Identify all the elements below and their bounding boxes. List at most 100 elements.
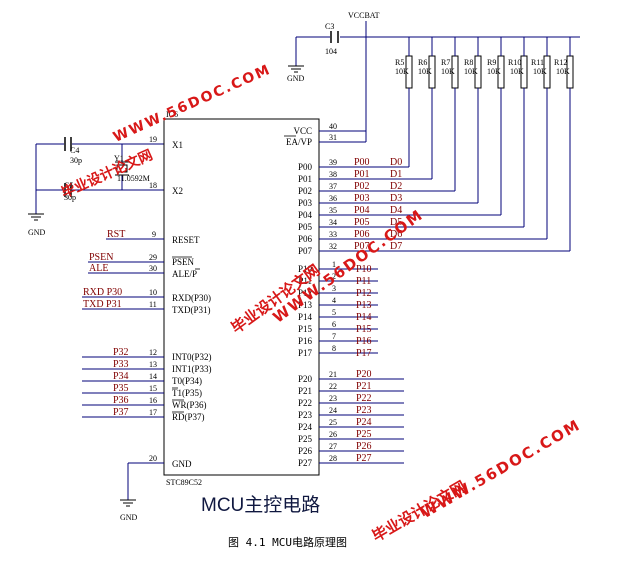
pin-name: P17 <box>298 348 313 358</box>
p0-net-labels: P00 P01 P02 P03 P04 P05 P06 P07 <box>354 157 370 252</box>
net-label: P23 <box>356 405 372 416</box>
figure-caption: 图 4.1 MCU电路原理图 <box>228 536 347 549</box>
net-label: P13 <box>356 300 372 311</box>
r11-value: 10K <box>533 67 547 76</box>
net-label: D3 <box>390 193 402 204</box>
pin-name: P16 <box>298 336 313 346</box>
r6-ref: R6 <box>418 58 427 67</box>
pin-name: P22 <box>298 398 312 408</box>
pin-name: P26 <box>298 446 313 456</box>
pin-number: 40 <box>329 122 337 131</box>
capacitor-c5 <box>64 183 72 197</box>
ground-symbol-left <box>28 213 44 221</box>
pin-number: 27 <box>329 442 337 451</box>
r5-ref: R5 <box>395 58 404 67</box>
watermark-3: 毕业设计论文网 WWW.56DOC.COM <box>369 416 584 546</box>
pin-name: P25 <box>298 434 313 444</box>
pin-name: P14 <box>298 312 313 322</box>
pin-number: 35 <box>329 206 337 215</box>
vcc-label: VCCBAT <box>348 11 380 20</box>
pin-name: P05 <box>298 222 313 232</box>
pin-number: 5 <box>332 308 336 317</box>
net-label: P10 <box>356 264 372 275</box>
pin-name: P27 <box>298 458 313 468</box>
r9-ref: R9 <box>487 58 496 67</box>
r10-ref: R10 <box>508 58 521 67</box>
pin-name: P24 <box>298 422 313 432</box>
pin-name: INT1(P33) <box>172 364 212 374</box>
pin-name: P21 <box>298 386 312 396</box>
net-label: P14 <box>356 312 372 323</box>
r9-value: 10K <box>487 67 501 76</box>
pin-number: 32 <box>329 242 337 251</box>
pin-number: 29 <box>149 253 157 262</box>
pin-name: P00 <box>298 162 313 172</box>
r8-ref: R8 <box>464 58 473 67</box>
pin-name: P07 <box>298 246 313 256</box>
net-label: RXD P30 <box>83 287 122 298</box>
net-label: P27 <box>356 453 372 464</box>
net-label: P34 <box>113 371 129 382</box>
pin-name: P23 <box>298 410 313 420</box>
net-label: P22 <box>356 393 372 404</box>
net-label: D0 <box>390 157 402 168</box>
left-net-lines <box>82 238 144 418</box>
left-pin-numbers: 19 18 9 29 30 10 11 12 13 14 15 16 17 20 <box>149 135 157 463</box>
pin-name: PSEN <box>172 257 195 267</box>
pin-number: 7 <box>332 332 336 341</box>
pin-number: 3 <box>332 284 336 293</box>
pin-name: P11 <box>298 276 312 286</box>
net-label: P37 <box>113 407 129 418</box>
pin-number: 14 <box>149 372 157 381</box>
pin-number: 38 <box>329 170 337 179</box>
p1-net-lines <box>339 268 378 354</box>
net-label: P03 <box>354 193 370 204</box>
watermark-url: WWW.56DOC.COM <box>418 416 584 522</box>
pin-number: 19 <box>149 135 157 144</box>
mcu-body <box>163 118 320 476</box>
p1-net-labels: P10 P11 P12 P13 P14 P15 P16 P17 <box>356 264 372 359</box>
pin-number: 2 <box>332 272 336 281</box>
pin-number: 6 <box>332 320 336 329</box>
net-label: D6 <box>390 229 402 240</box>
net-label: P25 <box>356 429 372 440</box>
oscillator-wiring <box>35 143 164 214</box>
chip-part: STC89C52 <box>166 478 202 487</box>
pin-number: 36 <box>329 194 337 203</box>
pin-name: P02 <box>298 186 312 196</box>
pin-name: P01 <box>298 174 312 184</box>
net-label: RST <box>107 229 125 240</box>
data-net-labels: D0 D1 D2 D3 D4 D5 D6 D7 <box>390 157 402 252</box>
right-pin-names: VCC EA/VP P00 P01 P02 P03 P04 P05 P06 P0… <box>286 126 313 468</box>
pin-name: INT0(P32) <box>172 352 212 362</box>
pin-number: 1 <box>332 260 336 269</box>
net-label: D5 <box>390 217 402 228</box>
pin-name: RD(P37) <box>172 412 205 422</box>
pin-number: 15 <box>149 384 157 393</box>
c5-ref: C5 <box>64 181 73 190</box>
net-label: P00 <box>354 157 370 168</box>
net-label: P11 <box>356 276 371 287</box>
pin-name: P06 <box>298 234 313 244</box>
pin-number: 13 <box>149 360 157 369</box>
pin-name: P12 <box>298 288 312 298</box>
pin-number: 34 <box>329 218 337 227</box>
net-label: P16 <box>356 336 372 347</box>
right-pin-numbers: 40 31 39 38 37 36 35 34 33 32 1 2 3 4 5 … <box>329 122 337 463</box>
p0-bus-lines <box>339 166 570 252</box>
r8-value: 10K <box>464 67 478 76</box>
net-label: P15 <box>356 324 372 335</box>
c5-value: 30p <box>64 193 76 202</box>
net-label: P32 <box>113 347 129 358</box>
left-pin-stubs <box>144 238 164 464</box>
pin-name: P04 <box>298 210 313 220</box>
gnd-label-bottom: GND <box>120 513 138 522</box>
net-label: P02 <box>354 181 370 192</box>
net-label: TXD P31 <box>83 299 122 310</box>
resistor-labels: R5 10K R6 10K R7 10K R8 10K R9 10K R10 1… <box>395 58 570 76</box>
pin-name: WR(P36) <box>172 400 207 410</box>
net-label: P35 <box>113 383 129 394</box>
vcc-net <box>295 21 580 143</box>
r6-value: 10K <box>418 67 432 76</box>
